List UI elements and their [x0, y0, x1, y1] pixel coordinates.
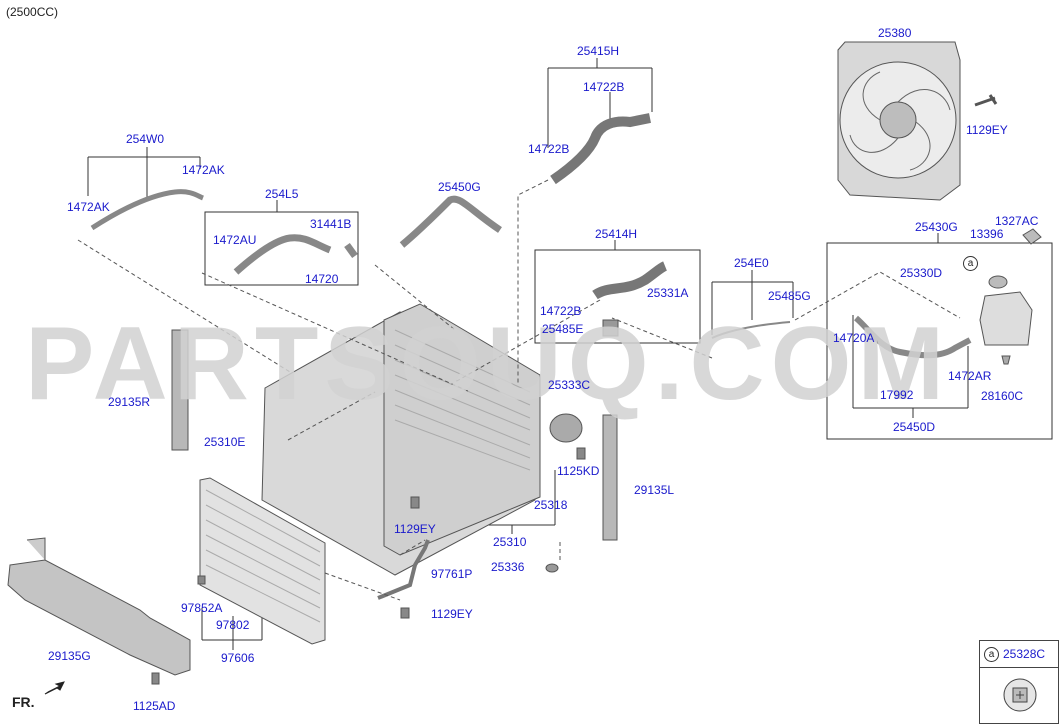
callout-1472ak-right[interactable]: 1472AK [182, 163, 225, 177]
callout-1125ad[interactable]: 1125AD [133, 699, 176, 713]
callout-25380[interactable]: 25380 [878, 26, 912, 40]
callout-254w0[interactable]: 254W0 [126, 132, 165, 146]
callout-25485g[interactable]: 25485G [768, 289, 811, 303]
callout-14720a[interactable]: 14720A [833, 331, 875, 345]
callout-1472ak-left[interactable]: 1472AK [67, 200, 110, 214]
callout-25310e[interactable]: 25310E [204, 435, 246, 449]
callout-1125kd[interactable]: 1125KD [557, 464, 600, 478]
callout-29135g[interactable]: 29135G [48, 649, 91, 663]
callout-28160c[interactable]: 28160C [981, 389, 1024, 403]
callout-25430g[interactable]: 25430G [915, 220, 958, 234]
callout-14722b-lower[interactable]: 14722B [540, 304, 582, 318]
legend-header: a 25328C [980, 641, 1058, 668]
callout-1327ac[interactable]: 1327AC [995, 214, 1039, 228]
callout-97761p[interactable]: 97761P [431, 567, 473, 581]
partsouq-watermark: PARTSOUQ.COM [25, 306, 951, 422]
legend-marker: a [984, 647, 999, 662]
callout-25414h[interactable]: 25414H [595, 227, 638, 241]
callout-254l5[interactable]: 254L5 [265, 187, 299, 201]
callout-25336[interactable]: 25336 [491, 560, 525, 574]
callout-14722b-top[interactable]: 14722B [583, 80, 625, 94]
callout-29135r[interactable]: 29135R [108, 395, 151, 409]
callout-254e0[interactable]: 254E0 [734, 256, 769, 270]
callout-14722b-left[interactable]: 14722B [528, 142, 570, 156]
callout-31441b[interactable]: 31441B [310, 217, 352, 231]
callout-97852a[interactable]: 97852A [181, 601, 223, 615]
callout-25318[interactable]: 25318 [534, 498, 568, 512]
callout-25450g[interactable]: 25450G [438, 180, 481, 194]
engine-caption: (2500CC) [6, 5, 59, 19]
callout-25333c[interactable]: 25333C [548, 378, 591, 392]
callout-1129ey-condenser-lower[interactable]: 1129EY [431, 607, 473, 621]
callout-25485e[interactable]: 25485E [542, 322, 584, 336]
callout-14720[interactable]: 14720 [305, 272, 339, 286]
callout-1129ey-condenser-upper[interactable]: 1129EY [394, 522, 436, 536]
callout-97802[interactable]: 97802 [216, 618, 250, 632]
callout-17992[interactable]: 17992 [880, 388, 914, 402]
tank-cap-marker: a [963, 256, 978, 271]
callout-1472au[interactable]: 1472AU [213, 233, 257, 247]
callout-25310[interactable]: 25310 [493, 535, 527, 549]
callout-25330d[interactable]: 25330D [900, 266, 943, 280]
callout-1472ar[interactable]: 1472AR [948, 369, 992, 383]
legend-box: a 25328C [979, 640, 1059, 724]
callout-1129ey-fan[interactable]: 1129EY [966, 123, 1008, 137]
callout-25328c[interactable]: 25328C [1003, 647, 1046, 661]
front-orientation-label: FR. [12, 694, 35, 710]
callout-25415h[interactable]: 25415H [577, 44, 620, 58]
cap-label-icon [1003, 678, 1037, 712]
callout-25331a[interactable]: 25331A [647, 286, 689, 300]
callout-97606[interactable]: 97606 [221, 651, 255, 665]
callout-13396[interactable]: 13396 [970, 227, 1004, 241]
callout-29135l[interactable]: 29135L [634, 483, 675, 497]
callout-25450d[interactable]: 25450D [893, 420, 936, 434]
